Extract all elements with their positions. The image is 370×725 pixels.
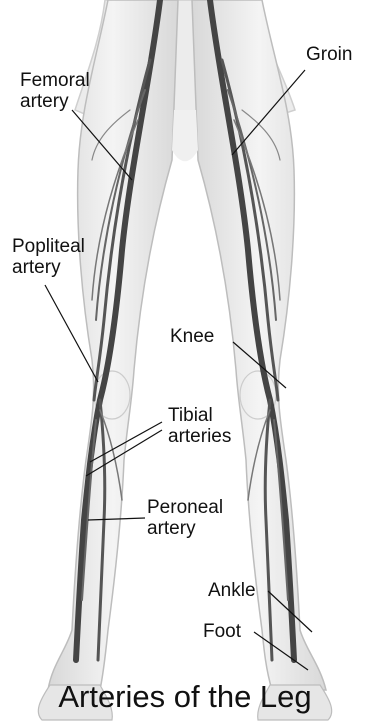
peroneal-label-line2: artery bbox=[147, 518, 223, 539]
foot-label: Foot bbox=[203, 621, 241, 642]
diagram-title: Arteries of the Leg bbox=[0, 679, 370, 715]
popliteal-label: Popliteal artery bbox=[12, 236, 85, 278]
popliteal-label-line2: artery bbox=[12, 257, 85, 278]
peroneal-label-line1: Peroneal bbox=[147, 497, 223, 518]
femoral-label-line2: artery bbox=[20, 91, 90, 112]
tibial-label: Tibial arteries bbox=[168, 405, 231, 447]
groin-label: Groin bbox=[306, 44, 352, 65]
crotch-shape bbox=[172, 110, 198, 161]
peroneal-label: Peroneal artery bbox=[147, 497, 223, 539]
ankle-label: Ankle bbox=[208, 580, 256, 601]
femoral-label: Femoral artery bbox=[20, 70, 90, 112]
tibial-label-line2: arteries bbox=[168, 426, 231, 447]
femoral-label-line1: Femoral bbox=[20, 70, 90, 91]
popliteal-label-line1: Popliteal bbox=[12, 236, 85, 257]
tibial-label-line1: Tibial bbox=[168, 405, 231, 426]
knee-label: Knee bbox=[170, 326, 214, 347]
